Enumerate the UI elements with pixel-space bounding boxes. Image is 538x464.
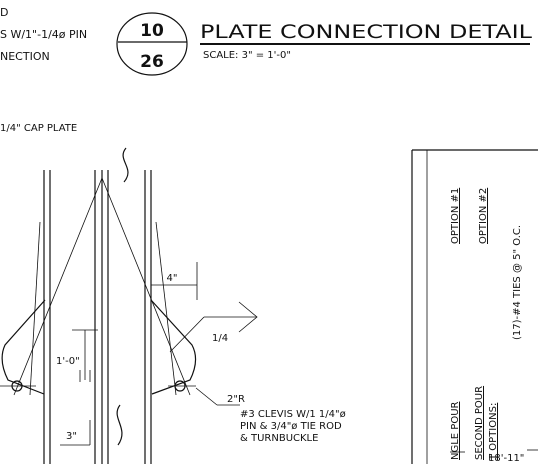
weld-symbol: 1/4 [169,301,258,353]
option-1-label: OPTION #1 [450,188,461,244]
clevis-line-2: PIN & 3/4"ø TIE ROD [240,421,342,432]
right-plate [150,299,197,395]
note-line-2: S W/1"-1/4ø PIN [0,28,87,41]
weld-size: 1/4 [212,333,228,344]
radius-label: 2"R [227,394,245,405]
note-line-3: NECTION [0,50,50,63]
cap-plate-label: 1/4" CAP PLATE [0,123,77,134]
option-2-label: OPTION #2 [478,188,489,244]
options-label: T OPTIONS: [488,403,499,461]
sheet-number: 26 [140,52,164,72]
clevis-line-1: #3 CLEVIS W/1 1/4"ø [240,409,346,420]
second-pour-label: SECOND POUR [474,386,485,460]
ties-label: (17)-#4 TIES @ 5" O.C. [512,225,523,340]
detail-bubble: 10 26 [116,12,188,76]
rod-right [101,177,191,396]
rod-left-2 [29,221,41,396]
break-symbol-top [122,147,129,183]
detail-number: 10 [140,21,164,41]
rod-right-2 [155,221,177,396]
single-pour-label: NGLE POUR [450,401,461,460]
side-section [411,149,538,464]
dim-18ft: 18'-11" [488,453,524,464]
left-plate [1,299,46,395]
dim-4in: 4" [167,273,178,284]
break-symbol-bottom [116,404,123,446]
rod-left [13,177,103,396]
note-line-1: D [0,6,8,19]
dim-3in: 3" [66,431,77,442]
detail-title: PLATE CONNECTION DETAIL [200,21,533,43]
dim-1ft: 1'-0" [56,356,80,367]
clevis-line-3: & TURNBUCKLE [240,433,318,444]
scale-note: SCALE: 3" = 1'-0" [203,50,291,61]
